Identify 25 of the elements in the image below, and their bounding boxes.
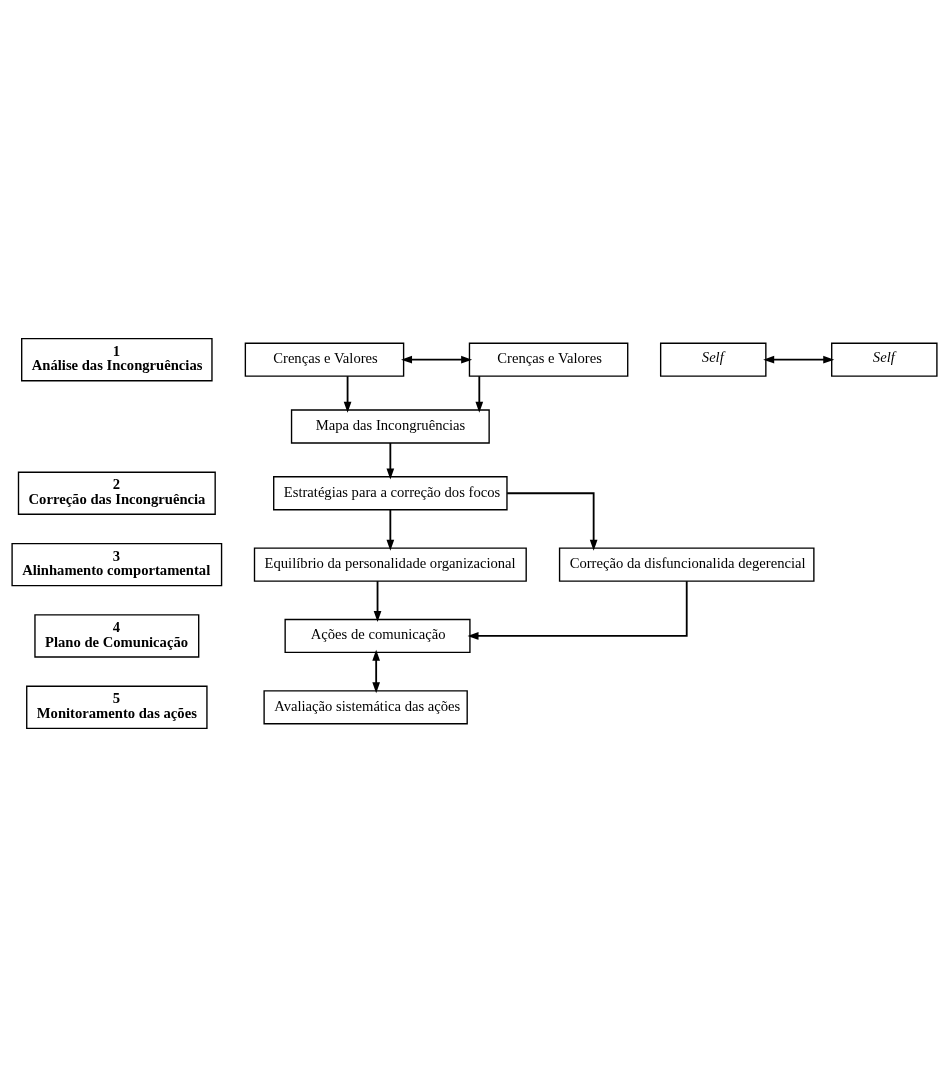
node-box: Self — [831, 342, 938, 377]
arrow — [467, 579, 688, 640]
node-box: Ações de comunicação — [284, 618, 471, 653]
arrow — [386, 441, 395, 479]
node-box: Correção da disfuncionalida degerencial — [558, 546, 815, 582]
arrow — [401, 355, 473, 364]
arrow — [386, 508, 395, 551]
node-box: Equilíbrio da personalidade organizacional — [253, 546, 527, 582]
node-box: 3 Alinhamento comportamental — [11, 542, 223, 586]
node-box: Estratégias para a correção dos focos — [273, 475, 508, 510]
node-box: Mapa das Incongruências — [290, 408, 490, 444]
node-box: 2 Correção das Incongruência — [17, 471, 216, 515]
node-box: Crenças e Valores — [468, 342, 629, 377]
arrow — [373, 579, 382, 622]
node-box: Avaliação sistemática das ações — [263, 689, 468, 724]
node-box: 4 Plano de Comunicação — [34, 613, 200, 658]
arrow — [506, 491, 598, 551]
node-box: Crenças e Valores — [244, 342, 405, 377]
node-box: 5 Monitoramento das ações — [26, 685, 208, 729]
node-box: Self — [659, 342, 767, 377]
arrow — [475, 374, 484, 413]
arrow — [763, 355, 835, 364]
arrow — [343, 374, 352, 413]
node-box: 1 Análise das Incongruências — [21, 337, 213, 381]
arrow — [372, 649, 381, 693]
